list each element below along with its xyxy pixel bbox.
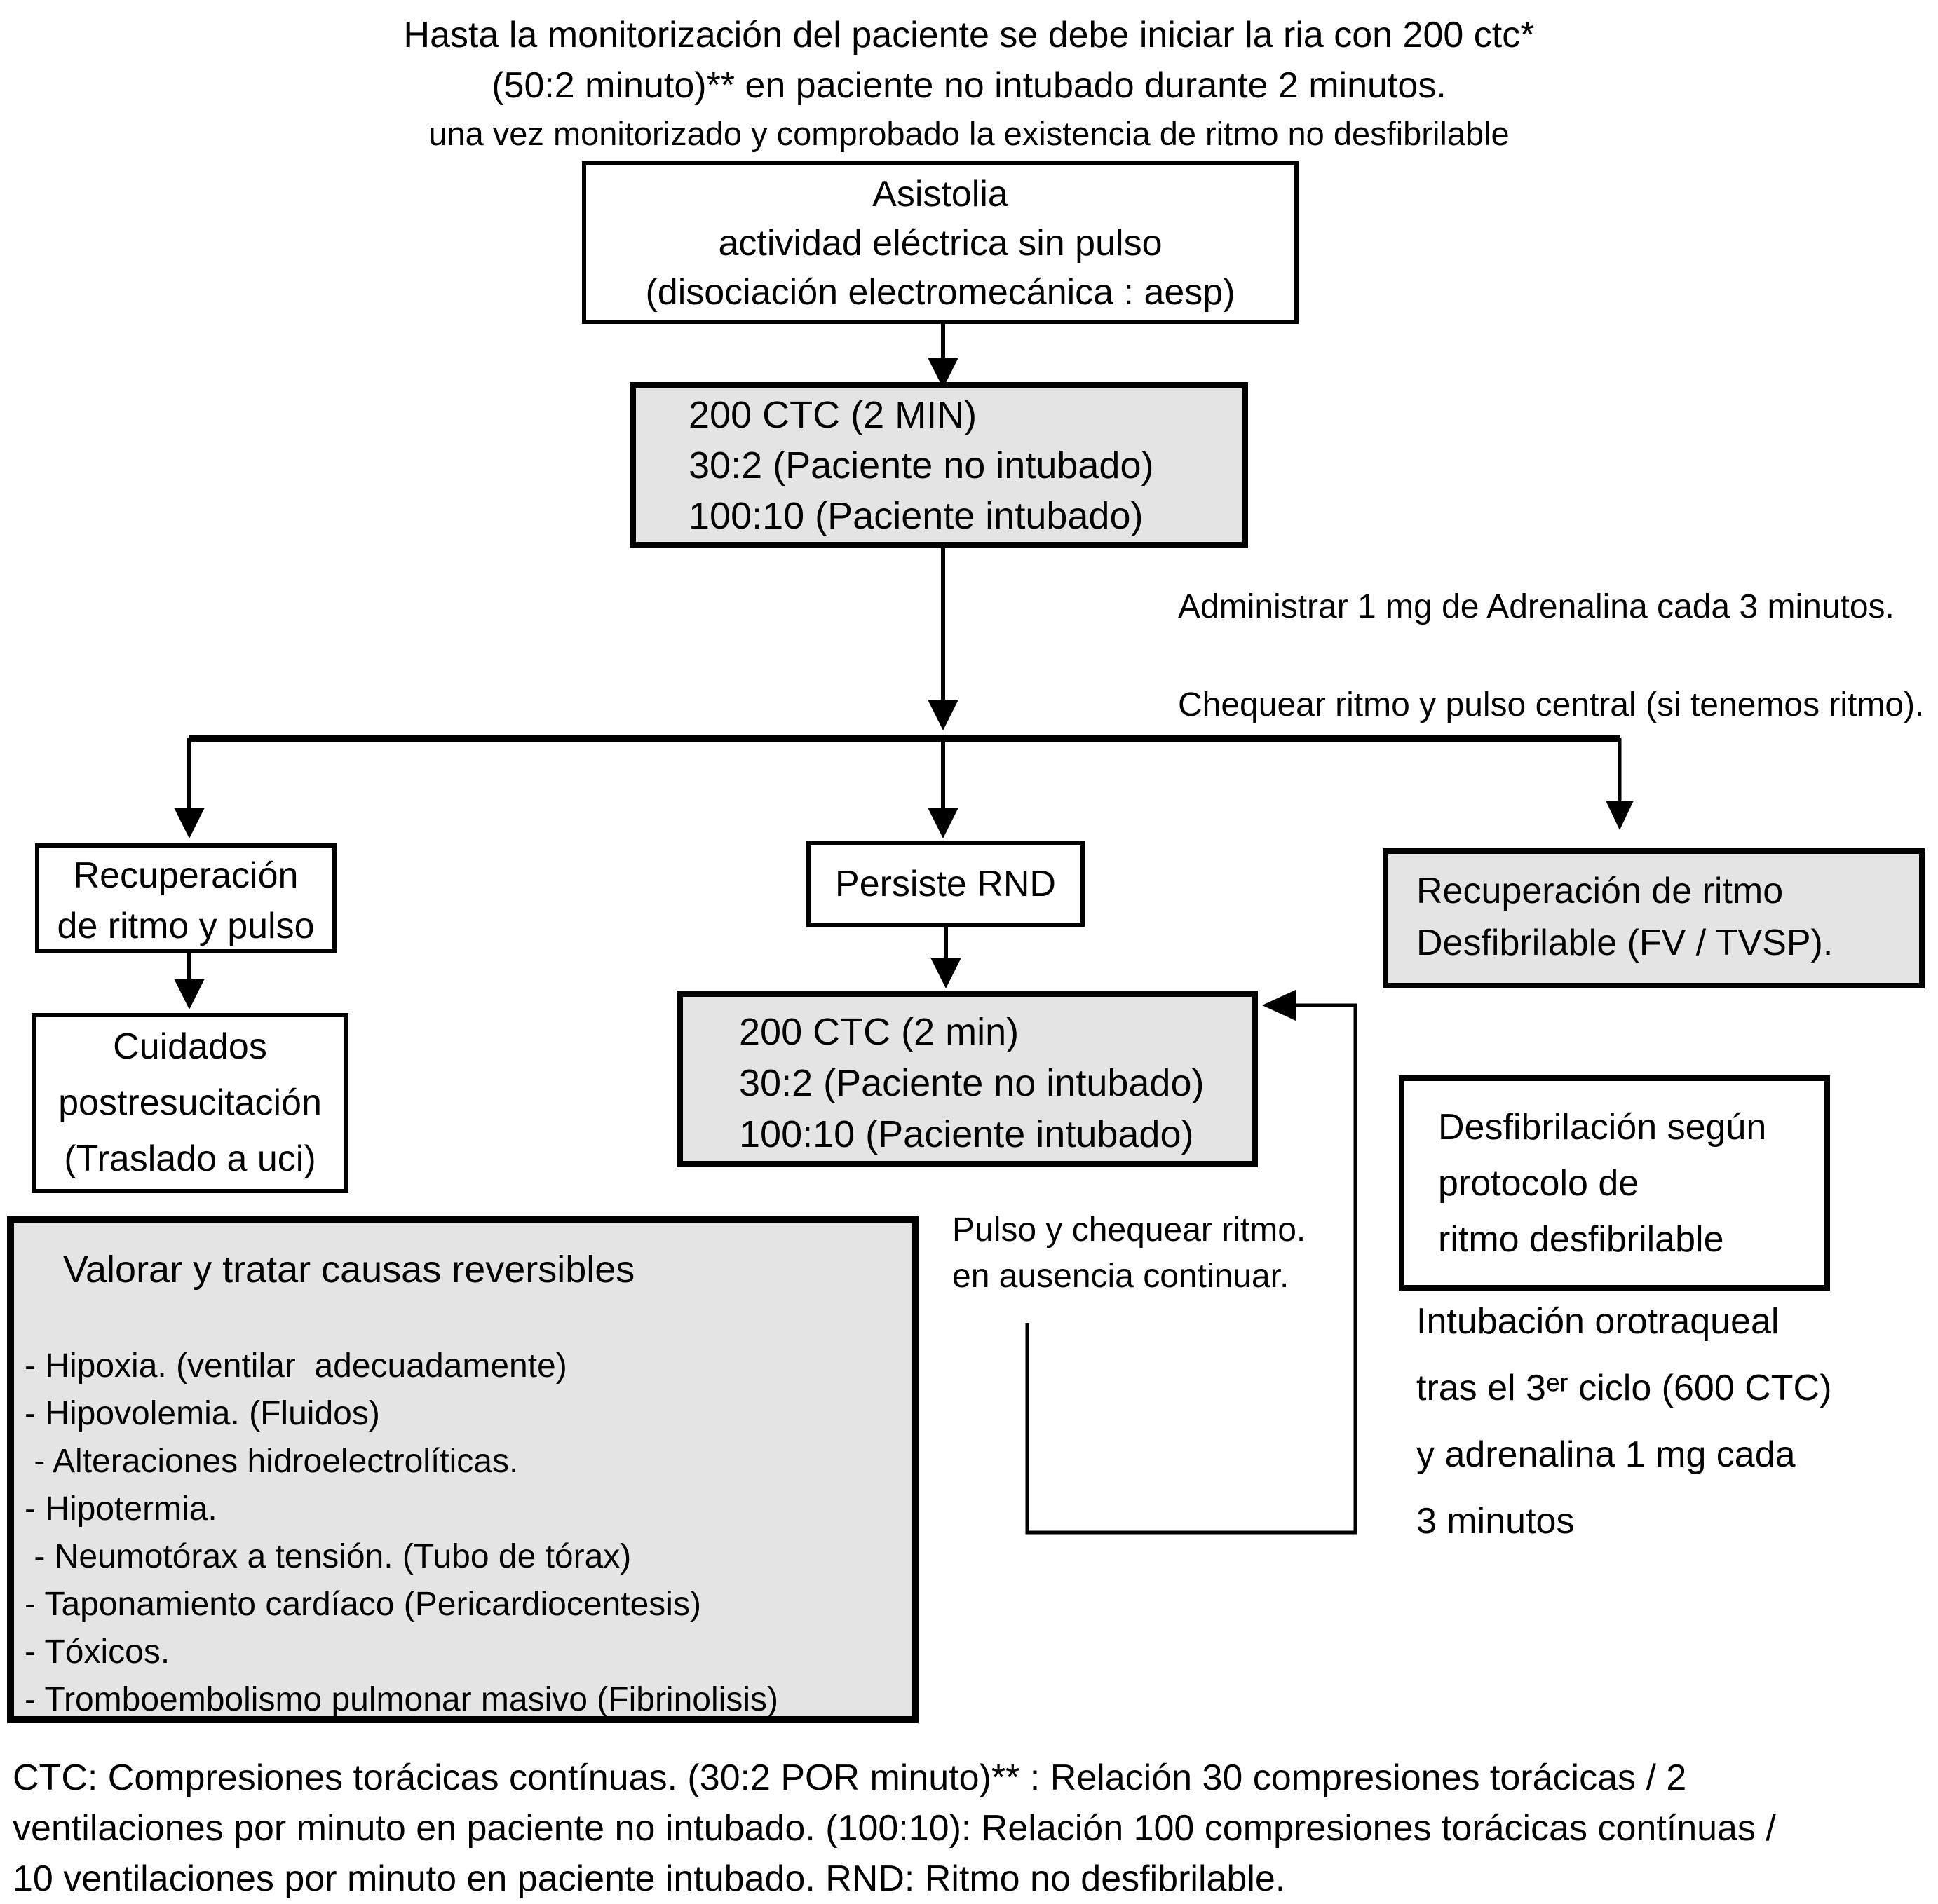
- causas-item: - Tóxicos.: [25, 1633, 170, 1671]
- arrowhead-branch-left: [174, 808, 205, 838]
- header-title-line2: (50:2 minuto)** en paciente no intubado …: [492, 65, 1446, 106]
- causas-items-list: - Hipoxia. (ventilar adecuadamente) - Hi…: [25, 1342, 778, 1724]
- footnote-line3: 10 ventilaciones por minuto en paciente …: [13, 1858, 1286, 1899]
- persiste-rnd-box: Persiste RND: [806, 841, 1085, 927]
- footnote-line2: ventilaciones por minuto en paciente no …: [13, 1808, 1776, 1849]
- arrowhead-persiste-to-repeat: [930, 958, 961, 988]
- intubacion-line4: 3 minutos: [1416, 1501, 1575, 1542]
- header-title-line1: Hasta la monitorización del paciente se …: [403, 15, 1535, 55]
- recu-desfib-line1: Recuperación de ritmo: [1416, 871, 1784, 911]
- intubacion-line3: y adrenalina 1 mg cada: [1416, 1434, 1796, 1475]
- intubacion-line1: Intubación orotraqueal: [1416, 1301, 1780, 1342]
- intubacion-line2: tras el 3ᵉʳ ciclo (600 CTC): [1416, 1368, 1832, 1408]
- causas-item: - Tromboembolismo pulmonar masivo (Fibri…: [25, 1681, 778, 1718]
- recu-desfib-line2: Desfibrilable (FV / TVSP).: [1416, 923, 1834, 963]
- header-title-line3: una vez monitorizado y comprobado la exi…: [428, 115, 1510, 152]
- desfibrilacion-protocolo-box: Desfibrilación según protocolo de ritmo …: [1399, 1075, 1830, 1291]
- persiste-rnd-label: Persiste RND: [835, 864, 1056, 904]
- cuidados-line2: postresucitación: [58, 1082, 322, 1123]
- causas-reversibles-box: Valorar y tratar causas reversibles - Hi…: [7, 1216, 919, 1723]
- causas-item: - Hipovolemia. (Fluidos): [25, 1395, 380, 1432]
- arrowhead-branch-right: [1606, 801, 1634, 830]
- cuidados-line1: Cuidados: [113, 1026, 267, 1067]
- recuperacion-desfibrilable-box: Recuperación de ritmo Desfibrilable (FV …: [1383, 848, 1925, 988]
- causas-item: - Alteraciones hidroelectrolíticas.: [25, 1443, 519, 1480]
- header-title: Hasta la monitorización del paciente se …: [0, 10, 1938, 157]
- pulso-chequear-note: Pulso y chequear ritmo. en ausencia cont…: [952, 1207, 1306, 1300]
- ctc-initial-box: 200 CTC (2 MIN) 30:2 (Paciente no intuba…: [630, 382, 1248, 548]
- arrowhead-loop-into-repeat: [1262, 990, 1296, 1021]
- arrowhead-asistolia-to-ctc: [928, 358, 958, 388]
- asistolia-line3: (disociación electromecánica : aesp): [645, 272, 1235, 313]
- causas-item: - Neumotórax a tensión. (Tubo de tórax): [25, 1538, 632, 1575]
- asistolia-line2: actividad eléctrica sin pulso: [718, 223, 1163, 264]
- recuperacion-ritmo-pulso-box: Recuperación de ritmo y pulso: [35, 843, 337, 953]
- ctc-repeat-line2: 30:2 (Paciente no intubado): [739, 1062, 1205, 1104]
- ctc-repeat-line3: 100:10 (Paciente intubado): [739, 1113, 1194, 1155]
- recuperacion-line2: de ritmo y pulso: [57, 906, 315, 946]
- pulso-chequear-line2: en ausencia continuar.: [952, 1258, 1289, 1295]
- footnote: CTC: Compresiones torácicas contínuas. (…: [13, 1753, 1934, 1904]
- chequear-note: Chequear ritmo y pulso central (si tenem…: [1178, 686, 1925, 723]
- pulso-chequear-line1: Pulso y chequear ritmo.: [952, 1211, 1306, 1249]
- ctc-initial-line2: 30:2 (Paciente no intubado): [689, 444, 1154, 487]
- loop-line: [1025, 1003, 1357, 1535]
- causas-item: - Hipoxia. (ventilar adecuadamente): [25, 1347, 567, 1385]
- desfib-line2: protocolo de: [1438, 1163, 1639, 1204]
- causas-item: - Taponamiento cardíaco (Pericardiocente…: [25, 1586, 701, 1623]
- causas-title: Valorar y tratar causas reversibles: [63, 1249, 635, 1291]
- arrowhead-branch-center: [928, 808, 958, 838]
- cuidados-postresucitacion-box: Cuidados postresucitación (Traslado a uc…: [32, 1013, 348, 1193]
- arrowhead-recuperacion-to-cuidados: [174, 979, 205, 1009]
- desfib-line3: ritmo desfibrilable: [1438, 1219, 1724, 1260]
- causas-item: - Hipotermia.: [25, 1490, 217, 1528]
- arrowhead-ctc-down: [928, 700, 958, 730]
- ctc-repeat-box: 200 CTC (2 min) 30:2 (Paciente no intuba…: [677, 991, 1258, 1167]
- ctc-initial-line3: 100:10 (Paciente intubado): [689, 495, 1144, 537]
- intubacion-note: Intubación orotraqueal tras el 3ᵉʳ ciclo…: [1416, 1288, 1831, 1555]
- cuidados-line3: (Traslado a uci): [64, 1138, 316, 1179]
- ctc-repeat-line1: 200 CTC (2 min): [739, 1011, 1019, 1053]
- asistolia-box: Asistolia actividad eléctrica sin pulso …: [582, 161, 1299, 324]
- recuperacion-line1: Recuperación: [73, 855, 299, 896]
- desfib-line1: Desfibrilación según: [1438, 1107, 1767, 1148]
- footnote-line1: CTC: Compresiones torácicas contínuas. (…: [13, 1757, 1687, 1798]
- ctc-initial-line1: 200 CTC (2 MIN): [689, 394, 977, 436]
- asistolia-line1: Asistolia: [872, 174, 1008, 215]
- adrenalina-note: Administrar 1 mg de Adrenalina cada 3 mi…: [1178, 588, 1895, 625]
